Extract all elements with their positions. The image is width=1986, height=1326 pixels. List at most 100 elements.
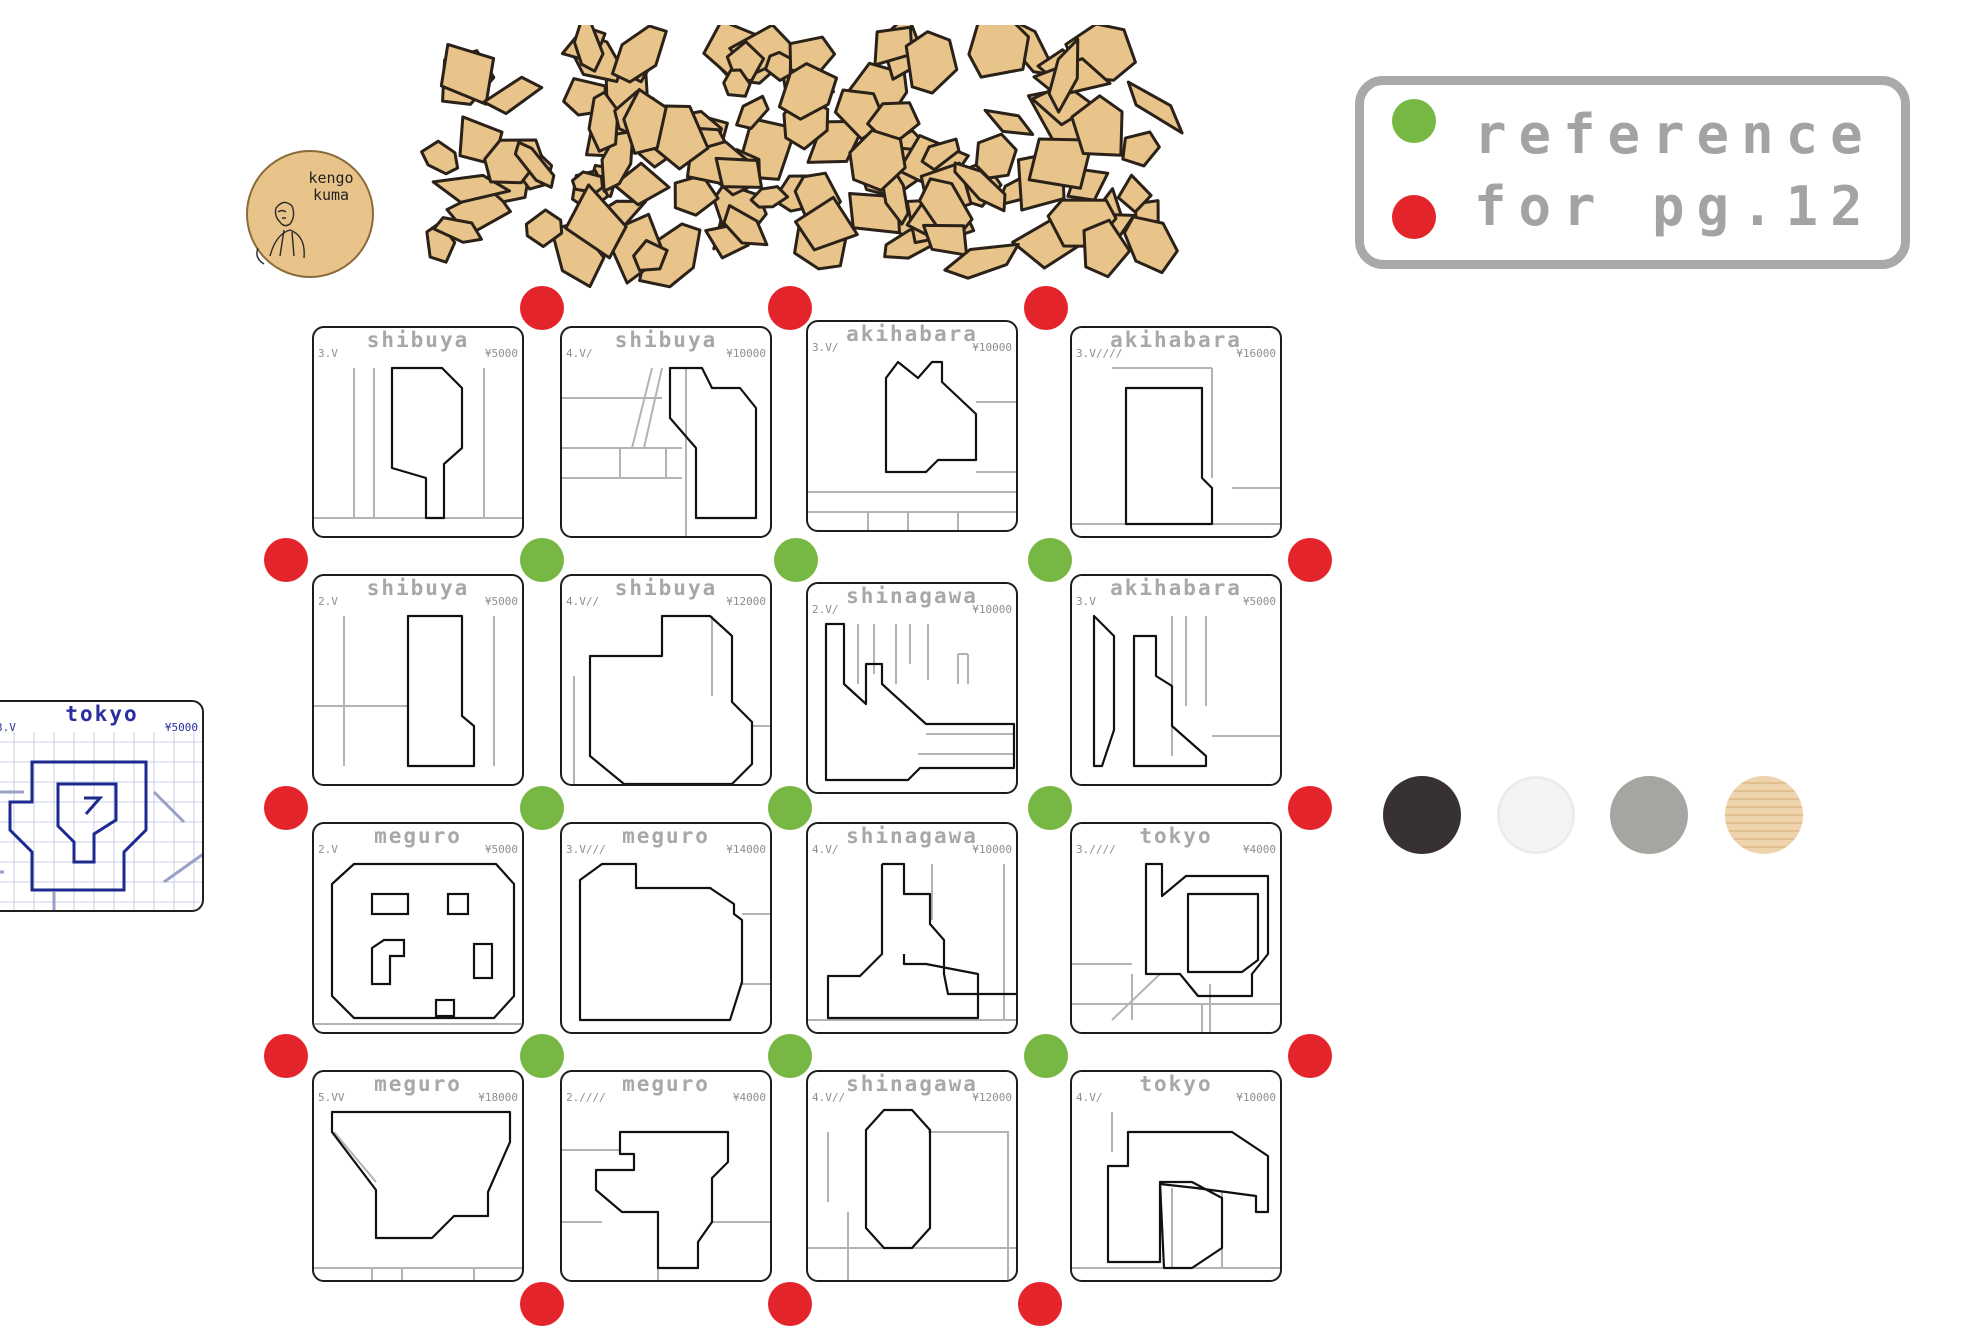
tile-district-name: akihabara bbox=[1110, 328, 1242, 352]
red-marker[interactable] bbox=[1288, 1034, 1332, 1078]
red-marker[interactable] bbox=[264, 538, 308, 582]
tile-district-name: shinagawa bbox=[846, 824, 978, 848]
tile-district-name: meguro bbox=[622, 824, 710, 848]
tile-district-name: shibuya bbox=[366, 328, 470, 352]
red-marker[interactable] bbox=[1288, 786, 1332, 830]
tile-code: 4.V/ bbox=[566, 347, 593, 360]
district-tile-meguro[interactable]: meguro 3.V/// ¥14000 bbox=[560, 822, 772, 1034]
tile-code: 3.V//// bbox=[1076, 347, 1123, 360]
red-marker[interactable] bbox=[520, 286, 564, 330]
tile-floorplan-icon bbox=[573, 614, 770, 784]
district-tile-meguro[interactable]: meguro 2.V ¥5000 bbox=[312, 822, 524, 1034]
red-marker[interactable] bbox=[1018, 1282, 1062, 1326]
tile-code: 5.VV bbox=[318, 1091, 345, 1104]
legend-box: reference for pg.12 bbox=[1355, 76, 1910, 269]
red-marker[interactable] bbox=[264, 786, 308, 830]
tile-district-name: meguro bbox=[374, 1072, 462, 1096]
district-tile-tokyo[interactable]: tokyo 4.V/ ¥10000 bbox=[1070, 1070, 1282, 1282]
green-marker[interactable] bbox=[1024, 1034, 1068, 1078]
district-tile-shinagawa[interactable]: shinagawa 4.V/ ¥10000 bbox=[806, 822, 1018, 1034]
red-marker[interactable] bbox=[520, 1282, 564, 1326]
red-marker[interactable] bbox=[1288, 538, 1332, 582]
swatch-black[interactable] bbox=[1383, 776, 1461, 854]
swatch-wood[interactable] bbox=[1725, 776, 1803, 854]
green-marker[interactable] bbox=[768, 786, 812, 830]
swatch-white[interactable] bbox=[1497, 776, 1575, 854]
tile-price: ¥5000 bbox=[484, 843, 518, 856]
side-tile-code: 3.V bbox=[0, 721, 16, 734]
tile-price: ¥12000 bbox=[972, 1091, 1012, 1104]
tile-price: ¥12000 bbox=[726, 595, 766, 608]
green-marker[interactable] bbox=[520, 538, 564, 582]
tile-price: ¥18000 bbox=[478, 1091, 518, 1104]
tile-floorplan-icon bbox=[1072, 862, 1280, 1032]
tile-district-name: tokyo bbox=[1139, 1072, 1213, 1096]
tile-floorplan-icon bbox=[314, 1110, 522, 1280]
district-tile-meguro[interactable]: meguro 2.//// ¥4000 bbox=[560, 1070, 772, 1282]
tile-floorplan-icon bbox=[1072, 1112, 1280, 1270]
red-marker[interactable] bbox=[1024, 286, 1068, 330]
red-marker[interactable] bbox=[264, 1034, 308, 1078]
green-marker[interactable] bbox=[1028, 538, 1072, 582]
tile-price: ¥5000 bbox=[484, 347, 518, 360]
side-tile-tokyo[interactable]: tokyo 3.V ¥5000 bbox=[0, 700, 204, 912]
tile-price: ¥10000 bbox=[1236, 1091, 1276, 1104]
tile-code: 2.V bbox=[318, 595, 338, 608]
tile-price: ¥10000 bbox=[972, 341, 1012, 354]
architect-name: kengo kuma bbox=[308, 169, 354, 204]
green-marker[interactable] bbox=[520, 786, 564, 830]
district-tile-shinagawa[interactable]: shinagawa 4.V// ¥12000 bbox=[806, 1070, 1018, 1282]
tile-code: 3.//// bbox=[1076, 843, 1116, 856]
tile-price: ¥4000 bbox=[1242, 843, 1276, 856]
tile-floorplan-icon bbox=[578, 862, 770, 1022]
district-tile-shibuya[interactable]: shibuya 3.V ¥5000 bbox=[312, 326, 524, 538]
architect-token[interactable]: kengo kuma bbox=[246, 150, 374, 278]
tile-code: 4.V// bbox=[812, 1091, 846, 1104]
green-marker[interactable] bbox=[1028, 786, 1072, 830]
district-tile-meguro[interactable]: meguro 5.VV ¥18000 bbox=[312, 1070, 524, 1282]
green-marker[interactable] bbox=[768, 1034, 812, 1078]
tile-code: 3.V bbox=[1076, 595, 1096, 608]
tile-price: ¥10000 bbox=[726, 347, 766, 360]
tile-district-name: shibuya bbox=[366, 576, 470, 600]
tile-district-name: shinagawa bbox=[846, 1072, 978, 1096]
district-tile-shibuya[interactable]: shibuya 4.V/ ¥10000 bbox=[560, 326, 772, 538]
tile-district-name: shibuya bbox=[614, 328, 718, 352]
side-tile-price: ¥5000 bbox=[164, 721, 198, 734]
district-tile-akihabara[interactable]: akihabara 3.V//// ¥16000 bbox=[1070, 326, 1282, 538]
district-tile-akihabara[interactable]: akihabara 3.V ¥5000 bbox=[1070, 574, 1282, 786]
tile-district-name: shibuya bbox=[614, 576, 718, 600]
tile-floorplan-icon bbox=[808, 1108, 1016, 1280]
swatch-grey[interactable] bbox=[1610, 776, 1688, 854]
tile-floorplan-icon bbox=[314, 614, 495, 768]
green-marker[interactable] bbox=[520, 1034, 564, 1078]
tile-district-name: akihabara bbox=[846, 322, 978, 346]
district-tile-akihabara[interactable]: akihabara 3.V/ ¥10000 bbox=[806, 320, 1018, 532]
tile-code: 2.//// bbox=[566, 1091, 606, 1104]
tile-district-name: meguro bbox=[622, 1072, 710, 1096]
tile-floorplan-icon bbox=[314, 366, 522, 520]
tile-floorplan-icon bbox=[808, 862, 1016, 1021]
district-tile-shinagawa[interactable]: shinagawa 2.V/ ¥10000 bbox=[806, 582, 1018, 794]
tile-floorplan-icon bbox=[562, 366, 758, 536]
tile-district-name: shinagawa bbox=[846, 584, 978, 608]
tile-floorplan-icon bbox=[1072, 367, 1280, 526]
tile-district-name: meguro bbox=[374, 824, 462, 848]
district-tile-tokyo[interactable]: tokyo 3.//// ¥4000 bbox=[1070, 822, 1282, 1034]
red-marker[interactable] bbox=[768, 286, 812, 330]
tile-price: ¥16000 bbox=[1236, 347, 1276, 360]
district-tile-shibuya[interactable]: shibuya 2.V ¥5000 bbox=[312, 574, 524, 786]
red-marker[interactable] bbox=[768, 1282, 812, 1326]
tile-floorplan-icon bbox=[0, 732, 202, 910]
tile-floorplan-icon bbox=[562, 1130, 770, 1280]
district-tile-shibuya[interactable]: shibuya 4.V// ¥12000 bbox=[560, 574, 772, 786]
tile-price: ¥10000 bbox=[972, 843, 1012, 856]
tile-code: 4.V/ bbox=[1076, 1091, 1103, 1104]
side-tile-name: tokyo bbox=[65, 702, 139, 726]
green-marker[interactable] bbox=[774, 538, 818, 582]
tile-floorplan-icon bbox=[314, 862, 522, 1025]
tile-code: 2.V/ bbox=[812, 603, 839, 616]
architect-portrait-icon bbox=[256, 201, 305, 265]
tile-floorplan-icon bbox=[1092, 614, 1280, 768]
wood-pieces-pile bbox=[420, 25, 1184, 289]
